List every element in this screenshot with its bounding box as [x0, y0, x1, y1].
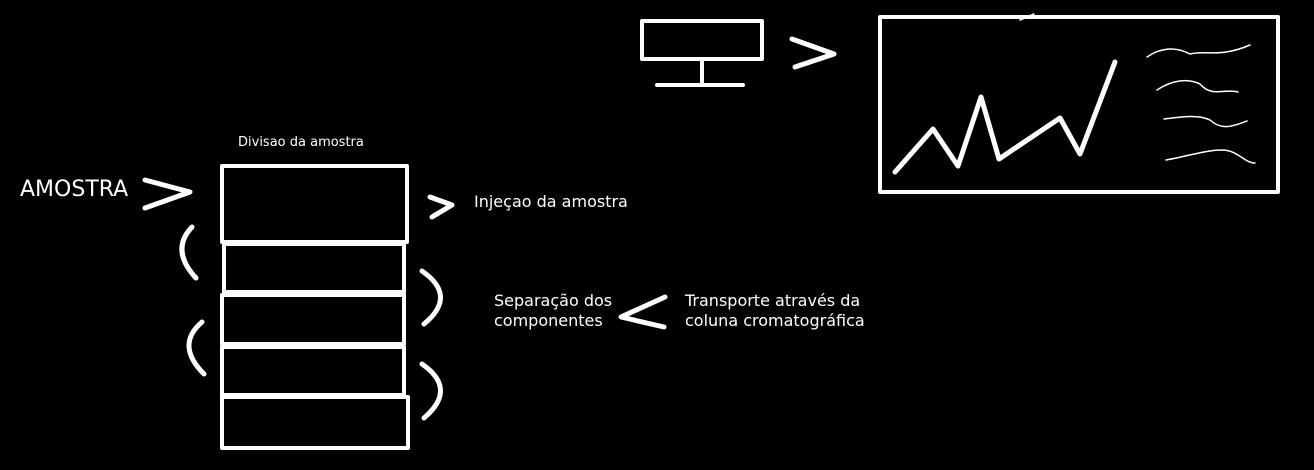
transport-label-line-2: coluna cromatográfica — [685, 311, 865, 330]
injection-arrow — [427, 194, 455, 220]
legend-squiggle-1 — [1146, 44, 1251, 58]
legend-squiggle-3 — [1163, 115, 1248, 128]
left-brace-upper — [179, 224, 199, 281]
sample-injection-label: Injeçao da amostra — [474, 192, 628, 211]
legend-squiggle-4 — [1165, 149, 1256, 164]
separation-label: Separação dos componentes — [494, 291, 612, 331]
column-segment-3 — [220, 345, 406, 397]
transport-label: Transporte através da coluna cromatográf… — [685, 291, 865, 331]
monitor-to-screen-arrow — [789, 36, 837, 70]
chromatogram-signal-line — [892, 59, 1118, 175]
right-brace-lower — [419, 361, 443, 421]
sample-division-label: Divisao da amostra — [238, 135, 364, 150]
column-segment-4 — [220, 395, 410, 450]
sample-input-arrow — [142, 177, 193, 211]
transport-label-line-1: Transporte através da — [685, 291, 861, 310]
transport-to-separation-arrow — [618, 294, 668, 330]
right-brace-upper — [419, 268, 443, 327]
legend-squiggle-2 — [1156, 79, 1239, 93]
separation-label-line-2: componentes — [494, 311, 603, 330]
column-segment-1 — [222, 242, 406, 294]
chromatogram-screen — [878, 15, 1280, 194]
computer-monitor-icon — [640, 19, 764, 87]
screen-frame-tick — [1019, 13, 1035, 21]
legend-squiggles — [1146, 44, 1256, 164]
sample-label: AMOSTRA — [20, 177, 129, 202]
separation-label-line-1: Separação dos — [494, 291, 613, 310]
left-brace-lower — [186, 319, 207, 377]
injection-chamber — [220, 164, 409, 244]
column-segment-2 — [220, 293, 406, 346]
